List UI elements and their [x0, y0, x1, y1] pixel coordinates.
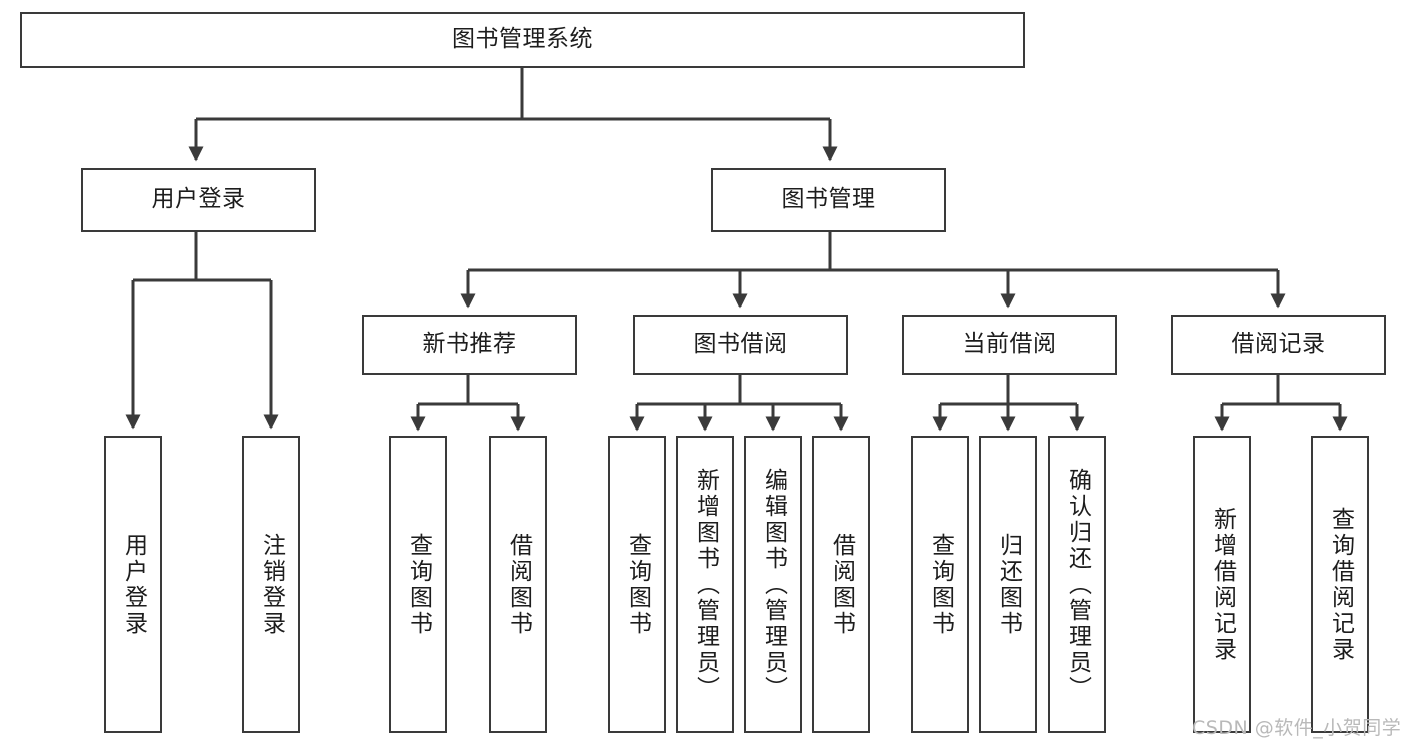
node-leaf-borrow-book-new-label: 借阅图书: [505, 532, 532, 637]
node-user-login[interactable]: 用户登录: [81, 168, 316, 232]
node-leaf-query-borrow-record[interactable]: 查询借阅记录: [1311, 436, 1369, 733]
node-root[interactable]: 图书管理系统: [20, 12, 1025, 68]
node-leaf-add-book-admin[interactable]: 新增图书（管理员）: [676, 436, 734, 733]
node-leaf-borrow-book-new[interactable]: 借阅图书: [489, 436, 547, 733]
node-leaf-add-book-admin-label: 新增图书（管理员）: [692, 467, 719, 702]
node-user-login-label: 用户登录: [151, 186, 246, 213]
node-current-borrow-label: 当前借阅: [962, 331, 1057, 358]
node-leaf-confirm-return-admin[interactable]: 确认归还（管理员）: [1048, 436, 1106, 733]
node-borrow-record[interactable]: 借阅记录: [1171, 315, 1386, 375]
node-leaf-add-borrow-record-label: 新增借阅记录: [1209, 506, 1236, 663]
node-root-label: 图书管理系统: [452, 26, 593, 53]
node-leaf-query-book-current-label: 查询图书: [927, 532, 954, 637]
node-book-borrow[interactable]: 图书借阅: [633, 315, 848, 375]
node-new-book-recommend-label: 新书推荐: [422, 331, 517, 358]
node-leaf-query-book-current[interactable]: 查询图书: [911, 436, 969, 733]
node-book-management[interactable]: 图书管理: [711, 168, 946, 232]
node-leaf-borrow-book[interactable]: 借阅图书: [812, 436, 870, 733]
node-leaf-add-borrow-record[interactable]: 新增借阅记录: [1193, 436, 1251, 733]
node-leaf-user-login-label: 用户登录: [120, 532, 147, 637]
node-leaf-return-book-label: 归还图书: [995, 532, 1022, 637]
node-book-management-label: 图书管理: [781, 186, 876, 213]
node-book-borrow-label: 图书借阅: [693, 331, 788, 358]
node-leaf-logout-label: 注销登录: [258, 532, 285, 637]
node-leaf-confirm-return-admin-label: 确认归还（管理员）: [1064, 467, 1091, 702]
node-leaf-query-borrow-record-label: 查询借阅记录: [1327, 506, 1354, 663]
node-leaf-edit-book-admin[interactable]: 编辑图书（管理员）: [744, 436, 802, 733]
node-leaf-query-book-new[interactable]: 查询图书: [389, 436, 447, 733]
node-new-book-recommend[interactable]: 新书推荐: [362, 315, 577, 375]
node-leaf-return-book[interactable]: 归还图书: [979, 436, 1037, 733]
node-leaf-query-book-new-label: 查询图书: [405, 532, 432, 637]
node-leaf-query-book[interactable]: 查询图书: [608, 436, 666, 733]
node-leaf-borrow-book-label: 借阅图书: [828, 532, 855, 637]
node-leaf-user-login[interactable]: 用户登录: [104, 436, 162, 733]
node-leaf-query-book-label: 查询图书: [624, 532, 651, 637]
node-current-borrow[interactable]: 当前借阅: [902, 315, 1117, 375]
node-leaf-logout[interactable]: 注销登录: [242, 436, 300, 733]
node-leaf-edit-book-admin-label: 编辑图书（管理员）: [760, 467, 787, 702]
node-borrow-record-label: 借阅记录: [1231, 331, 1326, 358]
